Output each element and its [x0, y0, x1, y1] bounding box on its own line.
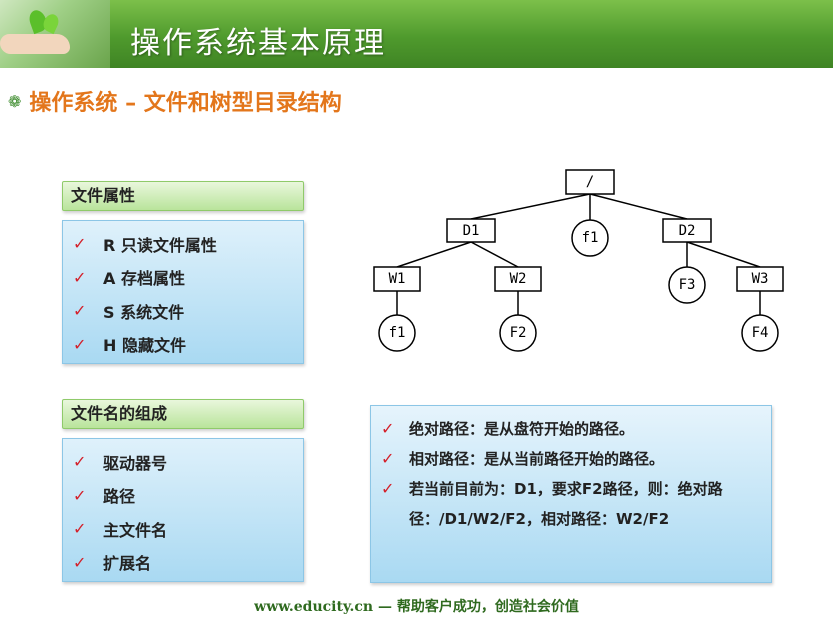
gear-flower-icon: ❁ — [8, 91, 22, 111]
section-subtitle: ❁ 操作系统 – 文件和树型目录结构 — [8, 85, 342, 117]
directory-tree-diagram: / D1 f1 D2 W1 W2 F3 W3 f1 F2 F4 — [373, 169, 784, 352]
list-item: ✓ 相对路径：是从当前路径开始的路径。 — [381, 444, 761, 474]
dir-node-w3 — [736, 266, 784, 292]
path-explanation-box: ✓ 绝对路径：是从盘符开始的路径。 ✓ 相对路径：是从当前路径开始的路径。 ✓ … — [370, 405, 772, 583]
dir-node-d2 — [662, 218, 712, 243]
file-node-f3 — [668, 266, 706, 304]
page-title: 操作系统基本原理 — [130, 26, 386, 61]
file-node-f1-top — [571, 219, 609, 257]
file-node-f1-leaf — [378, 314, 416, 352]
check-icon: ✓ — [73, 485, 87, 505]
list-item: ✓扩展名 — [73, 552, 152, 574]
check-icon: ✓ — [73, 519, 87, 539]
w1-label: W1 — [389, 271, 406, 287]
list-item: ✓R 只读文件属性 — [73, 234, 217, 255]
dir-node-d1 — [446, 218, 496, 243]
attributes-list: ✓R 只读文件属性 ✓A 存档属性 ✓S 系统文件 ✓H 隐藏文件 — [62, 220, 304, 364]
w2-label: W2 — [510, 271, 527, 287]
list-item: ✓S 系统文件 — [73, 301, 185, 322]
check-icon: ✓ — [381, 449, 395, 468]
dir-node-w2 — [494, 266, 542, 292]
footer-slogan: www.educity.cn — 帮助客户成功，创造社会价值 — [254, 599, 579, 615]
check-icon: ✓ — [73, 334, 87, 354]
list-item: ✓ 若当前目前为：D1，要求F2路径，则：绝对路径：/D1/W2/F2，相对路径… — [381, 474, 761, 534]
f4-label: F4 — [752, 325, 769, 341]
check-icon: ✓ — [381, 479, 395, 498]
check-icon: ✓ — [73, 234, 87, 254]
list-item: ✓路径 — [73, 485, 136, 507]
root-label: / — [586, 174, 594, 190]
file-node-f4 — [741, 314, 779, 352]
f3-label: F3 — [679, 277, 696, 293]
root-node — [565, 169, 615, 195]
filename-header: 文件名的组成 — [62, 399, 304, 429]
seedling-hand-image — [0, 0, 110, 68]
f1-top-label: f1 — [582, 230, 599, 246]
header-banner: 操作系统基本原理 — [0, 0, 833, 68]
f2-label: F2 — [510, 325, 527, 341]
f1-leaf-label: f1 — [389, 325, 406, 341]
subtitle-text: 操作系统 – 文件和树型目录结构 — [29, 91, 342, 116]
w3-label: W3 — [752, 271, 769, 287]
list-item: ✓H 隐藏文件 — [73, 334, 186, 356]
file-node-f2 — [499, 314, 537, 352]
check-icon: ✓ — [381, 419, 395, 438]
filename-list: ✓驱动器号 ✓路径 ✓主文件名 ✓扩展名 — [62, 438, 304, 582]
list-item: ✓主文件名 — [73, 519, 168, 540]
check-icon: ✓ — [73, 452, 87, 472]
d1-label: D1 — [463, 223, 480, 239]
list-item: ✓驱动器号 — [73, 452, 168, 473]
check-icon: ✓ — [73, 552, 87, 572]
check-icon: ✓ — [73, 301, 87, 321]
d2-label: D2 — [679, 223, 696, 239]
dir-node-w1 — [373, 266, 421, 292]
list-item: ✓A 存档属性 — [73, 267, 185, 289]
list-item: ✓ 绝对路径：是从盘符开始的路径。 — [381, 414, 761, 444]
check-icon: ✓ — [73, 267, 87, 287]
attributes-header: 文件属性 — [62, 181, 304, 211]
